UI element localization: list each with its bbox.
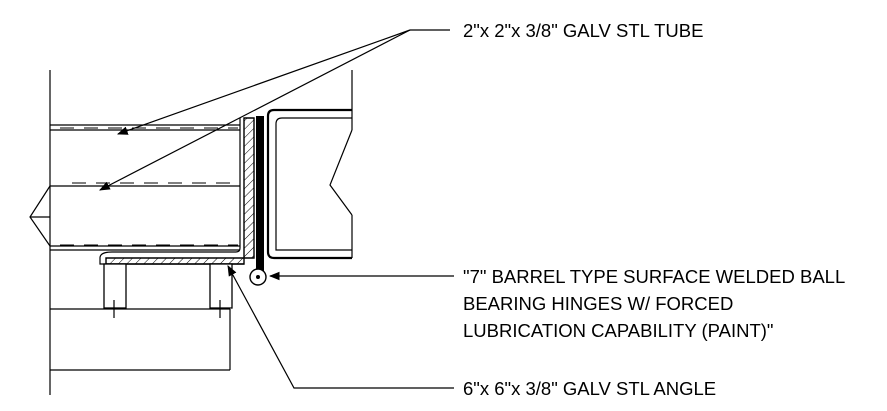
hinge-callout-line-2: BEARING HINGES W/ FORCED (463, 293, 733, 314)
tube-callout: 2"x 2"x 3/8" GALV STL TUBE (463, 20, 703, 41)
hinge-callout-line-1: "7" BARREL TYPE SURFACE WELDED BALL (463, 266, 845, 287)
leader-lines (99, 29, 454, 389)
bottom-member (50, 308, 231, 371)
hinge-plate (256, 116, 264, 272)
steel-tube-section (29, 124, 240, 251)
hinge-barrel (249, 268, 267, 286)
right-channel (266, 70, 353, 260)
steel-angle-section (99, 117, 255, 265)
hinge-callout-line-3: LUBRICATION CAPABILITY (PAINT)" (463, 320, 774, 341)
angle-callout: 6"x 6"x 3/8" GALV STL ANGLE (463, 378, 716, 399)
support-posts (103, 263, 233, 318)
